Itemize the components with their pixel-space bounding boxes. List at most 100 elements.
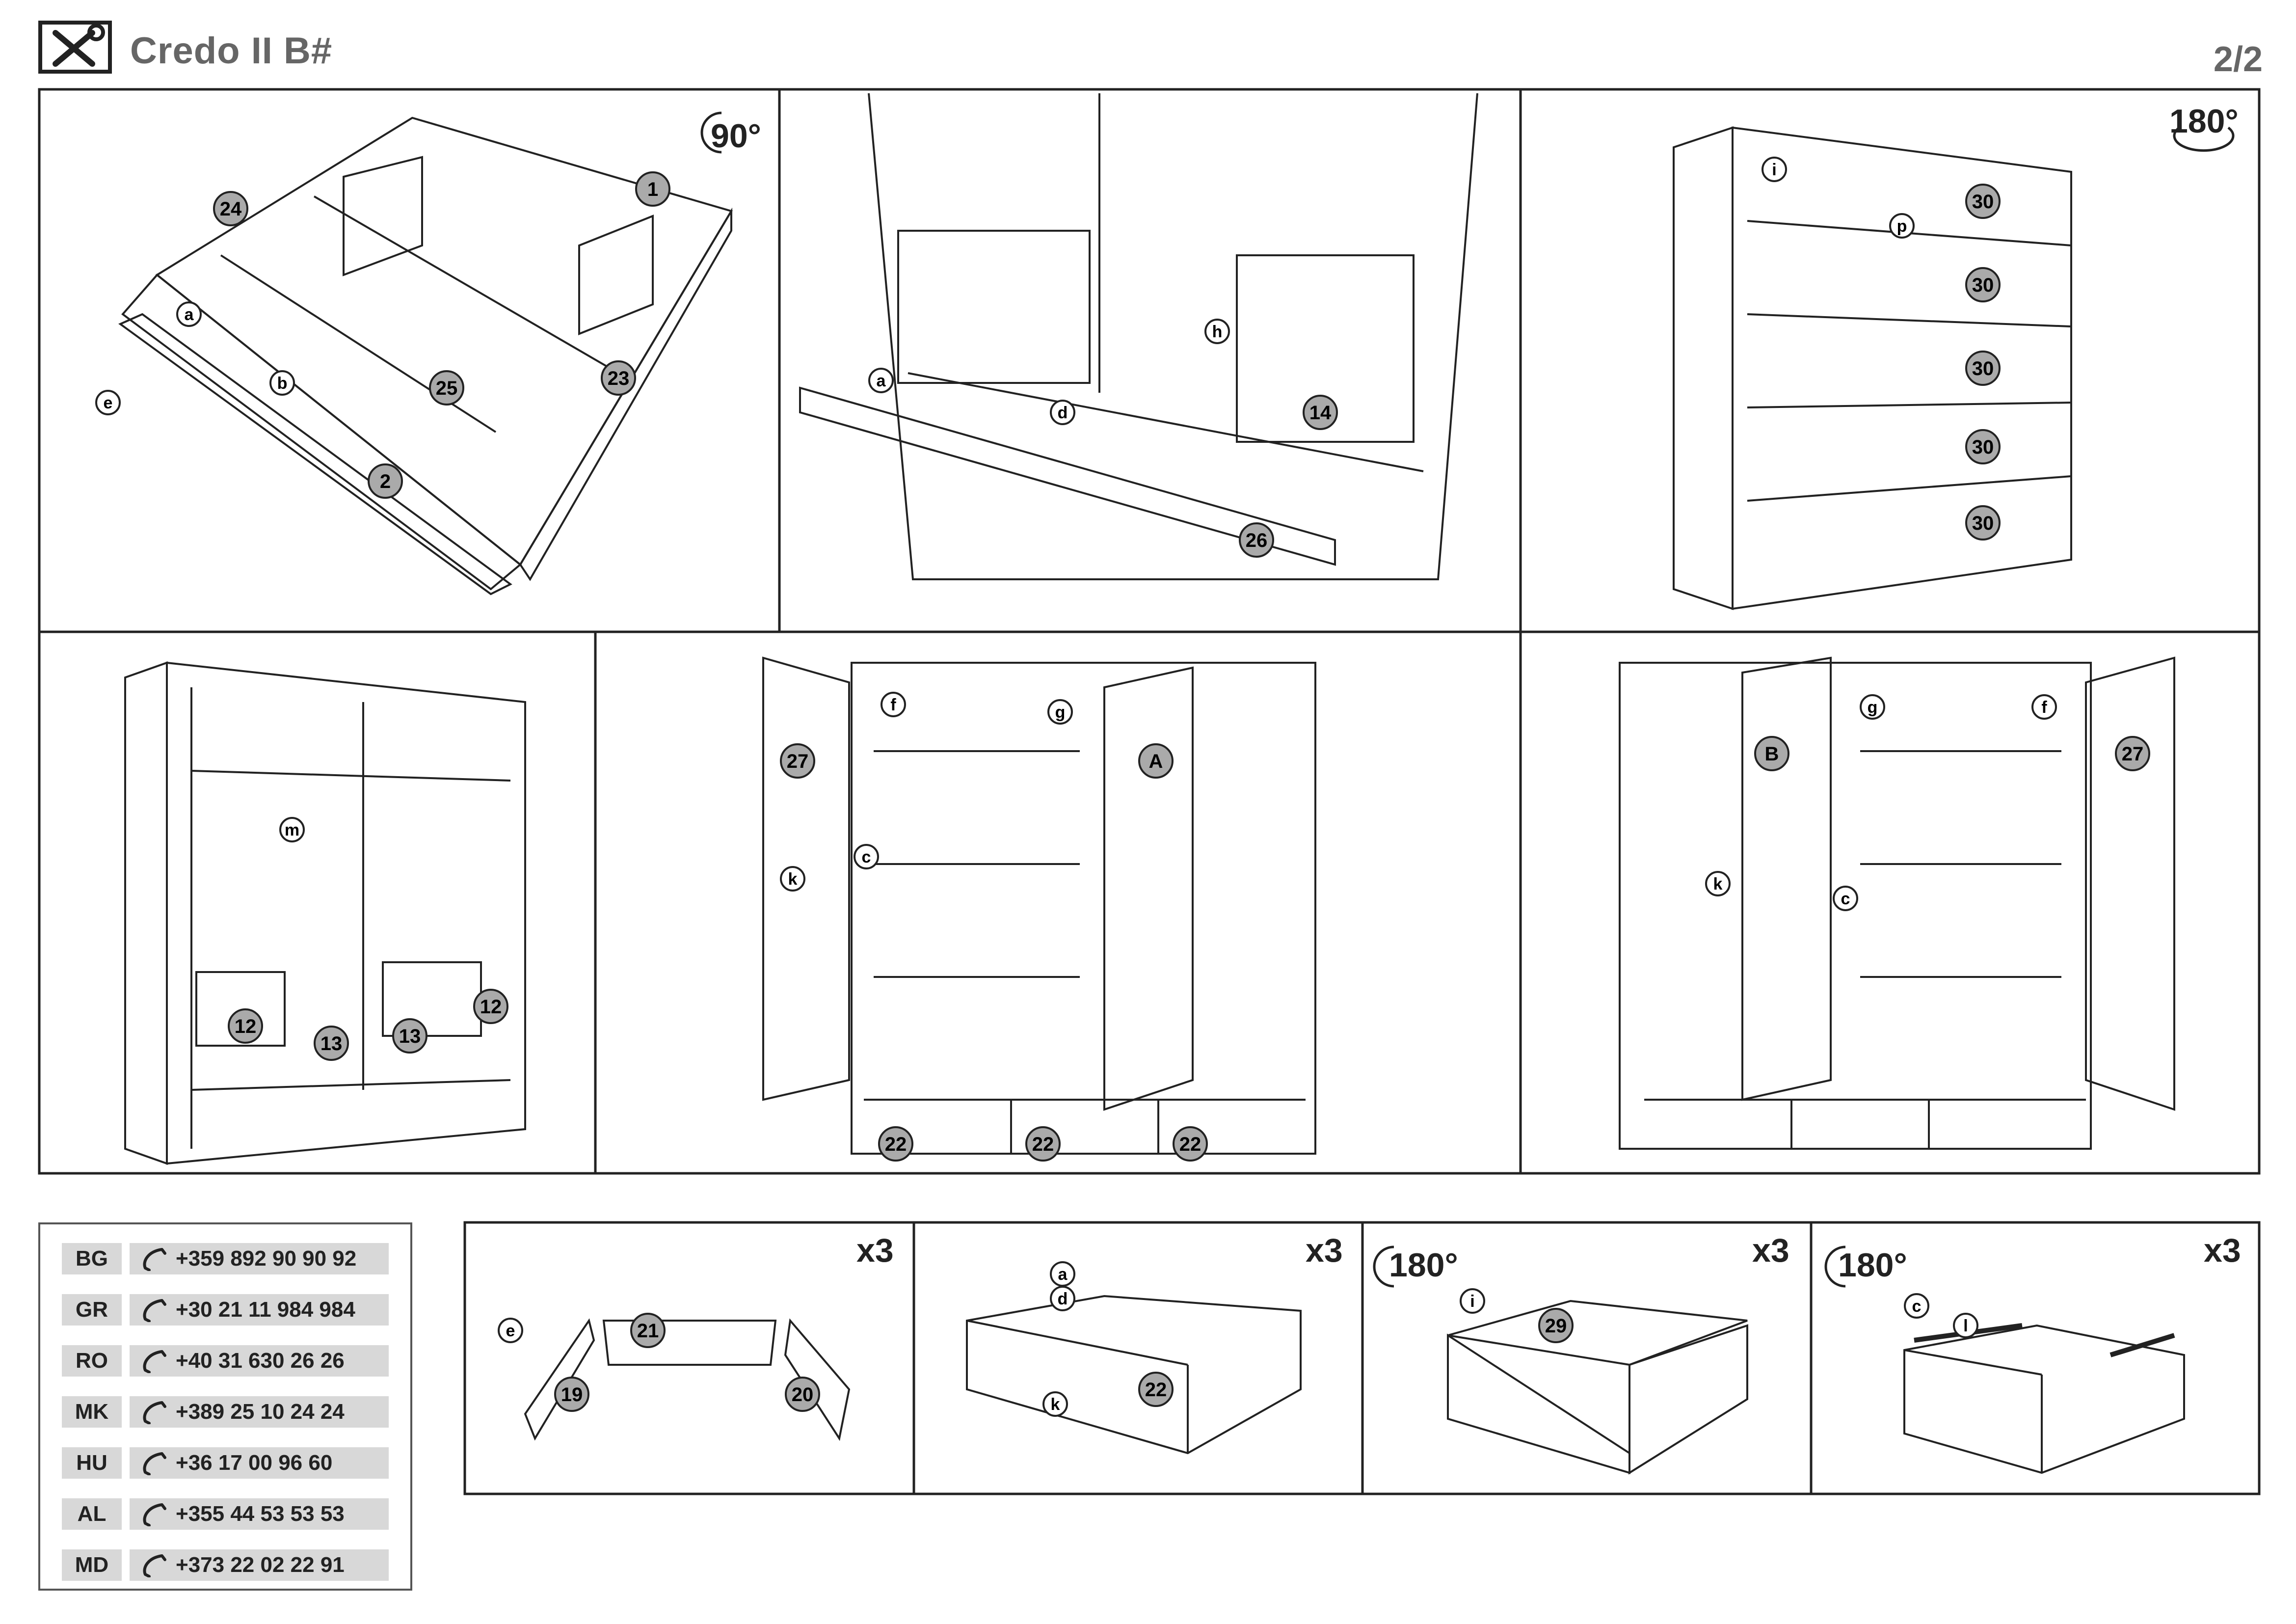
hardware-letter: i — [1772, 161, 1776, 179]
part-number: 2 — [380, 471, 391, 492]
part-number-badge — [785, 1377, 820, 1412]
phone-number: +389 25 10 24 24 — [176, 1400, 345, 1424]
part-number-badge — [473, 989, 508, 1024]
part-number-badge — [228, 1008, 263, 1044]
part-number: 30 — [1972, 436, 1994, 458]
page-number: 2/2 — [2213, 40, 2263, 79]
multiplier-label: x3 — [856, 1232, 894, 1269]
hardware-badge — [1904, 1293, 1929, 1319]
country-code: RO — [62, 1345, 122, 1377]
hardware-badge — [1050, 1286, 1075, 1311]
country-code: BG — [62, 1243, 122, 1274]
hardware-letter: g — [1868, 698, 1878, 717]
hardware-badge — [780, 866, 805, 892]
part-number: B — [1765, 743, 1779, 765]
part-number-badge — [213, 191, 248, 226]
part-number-badge — [2115, 736, 2150, 771]
contact-row: RO +40 31 630 26 26 — [62, 1345, 389, 1377]
part-number: 30 — [1972, 191, 1994, 213]
part-number: 26 — [1246, 530, 1268, 551]
part-number: 29 — [1545, 1315, 1567, 1337]
contact-row: MK+389 25 10 24 24 — [62, 1396, 389, 1428]
hardware-badge — [1860, 694, 1885, 720]
part-number: 22 — [885, 1134, 907, 1155]
part-number-badge — [1025, 1126, 1061, 1162]
page-title: Credo II B# — [130, 30, 333, 72]
hardware-letter: a — [877, 372, 886, 390]
part-number: 19 — [561, 1384, 583, 1406]
hardware-letter: h — [1212, 323, 1223, 341]
part-number: 22 — [1145, 1379, 1167, 1401]
drawer-d-drawing — [1903, 1323, 2185, 1474]
rotation-label: 180° — [1389, 1246, 1458, 1284]
hardware-badge — [176, 301, 202, 327]
rotation-label: 90° — [711, 117, 761, 155]
phone-number: +373 22 02 22 91 — [176, 1553, 345, 1577]
rotation-label: 180° — [2169, 103, 2239, 140]
country-code: HU — [62, 1447, 122, 1479]
contact-row: AL+355 44 53 53 53 — [62, 1498, 389, 1530]
hardware-letter: b — [277, 374, 288, 393]
part-number: 27 — [787, 751, 809, 772]
country-code: MD — [62, 1549, 122, 1581]
part-number-badge — [1239, 522, 1274, 558]
step-1-drawing — [118, 116, 733, 595]
part-number: 24 — [220, 198, 242, 220]
hardware-badge — [1050, 400, 1075, 425]
part-number-badge — [1138, 743, 1174, 779]
phone-icon — [143, 1299, 166, 1322]
hardware-letter: e — [506, 1322, 515, 1340]
part-number: 23 — [608, 368, 630, 389]
hardware-letter: k — [788, 870, 798, 889]
hardware-badge — [1460, 1288, 1485, 1314]
phone-number: +355 44 53 53 53 — [176, 1502, 345, 1526]
part-number-badge — [429, 370, 464, 406]
hardware-letter: f — [890, 696, 896, 714]
hardware-letter: c — [1841, 890, 1850, 908]
part-number-badge — [554, 1377, 589, 1412]
hardware-letter: a — [1058, 1265, 1068, 1284]
step-6-drawing — [1619, 656, 2175, 1150]
part-number-badge — [780, 743, 815, 779]
phone-icon — [143, 1350, 166, 1373]
hardware-badge — [2031, 694, 2057, 720]
part-number: 21 — [637, 1320, 659, 1342]
rotation-label: 180° — [1838, 1246, 1907, 1284]
drawer-c-drawing — [1447, 1299, 1748, 1475]
hardware-letter: d — [1058, 1290, 1068, 1308]
part-number: 25 — [436, 378, 458, 399]
part-number: A — [1149, 751, 1163, 772]
hardware-badge — [279, 817, 305, 842]
part-number: 12 — [235, 1016, 257, 1037]
phone-number: +30 21 11 984 984 — [176, 1298, 355, 1322]
hardware-letter: d — [1058, 404, 1068, 422]
part-number: 13 — [320, 1033, 343, 1055]
contact-row: BG+359 892 90 90 92 — [62, 1243, 389, 1274]
hardware-letter: k — [1713, 875, 1723, 893]
rotate-icon — [2173, 127, 2235, 152]
hardware-badge — [1042, 1391, 1068, 1417]
part-number-badge — [1303, 395, 1338, 430]
phone-number: +40 31 630 26 26 — [176, 1349, 345, 1373]
drawer-b-drawing — [966, 1295, 1302, 1455]
step-2-drawing — [799, 93, 1478, 580]
multiplier-label: x3 — [2204, 1232, 2241, 1269]
part-number-badge — [635, 171, 670, 207]
hardware-letter: m — [285, 821, 299, 839]
tools-icon — [38, 21, 112, 74]
part-number-badge — [1138, 1372, 1174, 1407]
part-number-badge — [878, 1126, 913, 1162]
part-number-badge — [1754, 736, 1789, 771]
part-number: 30 — [1972, 513, 1994, 534]
step-5-drawing — [762, 656, 1316, 1155]
drawer-a-drawing — [524, 1318, 851, 1441]
hardware-badge — [1953, 1313, 1978, 1338]
part-number-badge — [1173, 1126, 1208, 1162]
part-number: 12 — [480, 996, 502, 1018]
contact-row: HU+36 17 00 96 60 — [62, 1447, 389, 1479]
hardware-letter: e — [104, 394, 113, 412]
phone-icon — [143, 1401, 166, 1424]
hardware-badge — [1833, 886, 1858, 911]
hardware-badge — [854, 844, 879, 869]
part-number: 30 — [1972, 274, 1994, 296]
